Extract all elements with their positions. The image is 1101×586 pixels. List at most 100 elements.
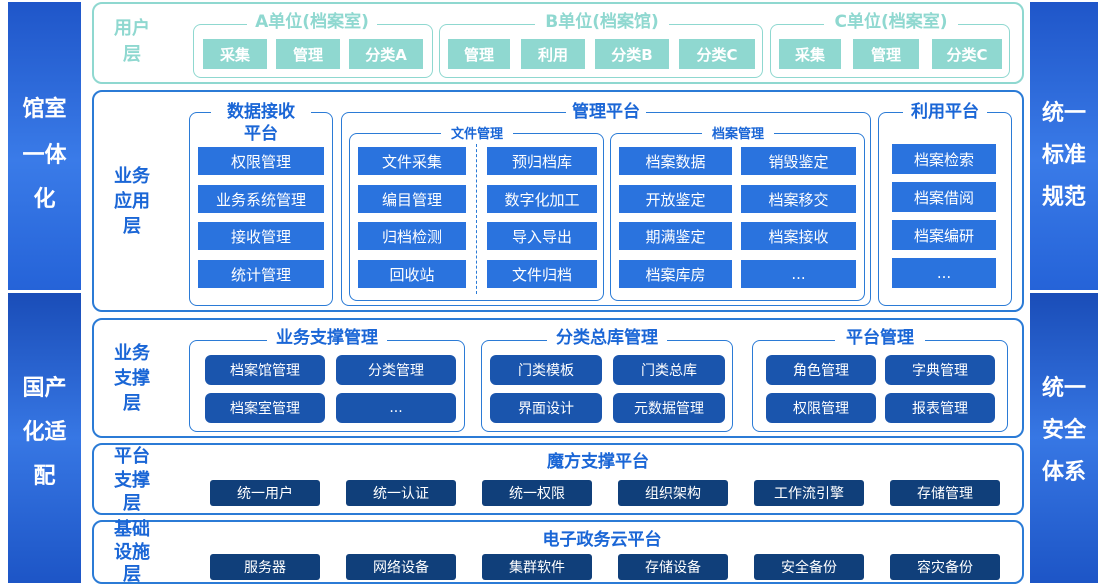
left-bottom-line-1: 国产	[22, 376, 67, 401]
platform-layer-title-1: 平台	[114, 446, 150, 467]
archive-mgmt-item[interactable]: ...	[741, 260, 856, 288]
unit-b-item[interactable]: 分类B	[595, 39, 669, 69]
right-bottom-line-1: 统一	[1041, 376, 1086, 401]
archive-mgmt-title: 档案管理	[702, 125, 774, 145]
platform-item[interactable]: 统一权限	[482, 480, 592, 506]
file-mgmt-title: 文件管理	[441, 125, 513, 145]
unit-a-item[interactable]: 分类A	[349, 39, 423, 69]
use-platform-item[interactable]: 档案编研	[892, 220, 996, 250]
support-layer-title-3: 层	[123, 393, 141, 414]
right-sidebar-top: 统一 标准 规范	[1030, 2, 1098, 290]
use-platform-item[interactable]: ...	[892, 258, 996, 288]
biz-support-item[interactable]: 档案室管理	[205, 393, 325, 423]
archive-mgmt-item[interactable]: 档案接收	[741, 222, 856, 250]
file-mgmt-item[interactable]: 预归档库	[487, 147, 597, 175]
data-receive-title-2: 平台	[221, 124, 301, 144]
archive-mgmt-item[interactable]: 档案移交	[741, 185, 856, 213]
right-top-line-3: 规范	[1041, 185, 1086, 210]
use-platform-item[interactable]: 档案检索	[892, 144, 996, 174]
data-receive-title-1: 数据接收	[211, 102, 311, 122]
infra-layer-title-1: 基础	[114, 519, 150, 540]
category-lib-item[interactable]: 门类模板	[490, 355, 602, 385]
left-bottom-line-2: 化适	[22, 420, 67, 445]
infra-item[interactable]: 网络设备	[346, 554, 456, 580]
archive-mgmt-item[interactable]: 销毁鉴定	[741, 147, 856, 175]
left-top-line-3: 化	[33, 187, 56, 212]
data-receive-item[interactable]: 业务系统管理	[198, 185, 324, 213]
category-lib-item[interactable]: 门类总库	[613, 355, 725, 385]
file-mgmt-item[interactable]: 数字化加工	[487, 185, 597, 213]
app-layer-title-2: 应用	[114, 191, 150, 212]
platform-item[interactable]: 统一认证	[346, 480, 456, 506]
infra-item[interactable]: 安全备份	[754, 554, 864, 580]
infra-item[interactable]: 集群软件	[482, 554, 592, 580]
unit-c-item[interactable]: 采集	[779, 39, 841, 69]
support-layer-title-1: 业务	[114, 343, 150, 364]
platform-item[interactable]: 工作流引擎	[754, 480, 864, 506]
right-sidebar-bottom: 统一 安全 体系	[1030, 293, 1098, 583]
file-mgmt-item[interactable]: 文件采集	[358, 147, 466, 175]
file-mgmt-item[interactable]: 编目管理	[358, 185, 466, 213]
left-top-line-2: 一体	[22, 143, 67, 168]
infra-item[interactable]: 服务器	[210, 554, 320, 580]
file-mgmt-item[interactable]: 归档检测	[358, 222, 466, 250]
platform-mgmt-item[interactable]: 字典管理	[885, 355, 995, 385]
platform-name: 魔方支撑平台	[528, 452, 668, 472]
file-mgmt-item[interactable]: 回收站	[358, 260, 466, 288]
right-bottom-line-3: 体系	[1041, 460, 1086, 485]
archive-mgmt-item[interactable]: 开放鉴定	[619, 185, 732, 213]
category-lib-item[interactable]: 界面设计	[490, 393, 602, 423]
archive-mgmt-item[interactable]: 档案数据	[619, 147, 732, 175]
unit-c-item[interactable]: 分类C	[932, 39, 1002, 69]
unit-a-item[interactable]: 管理	[276, 39, 340, 69]
biz-support-title: 业务支撑管理	[267, 328, 387, 348]
data-receive-item[interactable]: 统计管理	[198, 260, 324, 288]
app-layer-title-1: 业务	[114, 166, 150, 187]
unit-b-item[interactable]: 管理	[448, 39, 510, 69]
biz-support-item[interactable]: 档案馆管理	[205, 355, 325, 385]
platform-mgmt-item[interactable]: 报表管理	[885, 393, 995, 423]
use-platform-item[interactable]: 档案借阅	[892, 182, 996, 212]
file-mgmt-item[interactable]: 导入导出	[487, 222, 597, 250]
infra-item[interactable]: 存储设备	[618, 554, 728, 580]
platform-item[interactable]: 统一用户	[210, 480, 320, 506]
unit-a-title: A单位(档案室)	[247, 12, 377, 32]
infra-item[interactable]: 容灾备份	[890, 554, 1000, 580]
app-layer-title-3: 层	[123, 216, 141, 237]
archive-mgmt-item[interactable]: 期满鉴定	[619, 222, 732, 250]
category-lib-item[interactable]: 元数据管理	[613, 393, 725, 423]
unit-b-item[interactable]: 分类C	[679, 39, 755, 69]
unit-a-item[interactable]: 采集	[203, 39, 267, 69]
platform-mgmt-title: 平台管理	[835, 328, 925, 348]
unit-c-item[interactable]: 管理	[853, 39, 919, 69]
file-mgmt-item[interactable]: 文件归档	[487, 260, 597, 288]
platform-mgmt-item[interactable]: 权限管理	[766, 393, 876, 423]
unit-b-title: B单位(档案馆)	[535, 12, 669, 32]
platform-item[interactable]: 存储管理	[890, 480, 1000, 506]
biz-support-item[interactable]: ...	[336, 393, 456, 423]
left-sidebar-top: 馆室 一体 化	[8, 2, 81, 290]
file-mgmt-divider	[476, 144, 477, 294]
mgmt-platform-title: 管理平台	[566, 102, 646, 122]
unit-c-title: C单位(档案室)	[824, 12, 958, 32]
biz-support-item[interactable]: 分类管理	[336, 355, 456, 385]
right-bottom-line-2: 安全	[1041, 418, 1086, 443]
unit-b-item[interactable]: 利用	[521, 39, 585, 69]
platform-layer-title-2: 支撑	[114, 470, 150, 491]
infra-name: 电子政务云平台	[528, 530, 676, 550]
platform-item[interactable]: 组织架构	[618, 480, 728, 506]
user-layer-title-2: 层	[123, 44, 141, 65]
archive-mgmt-item[interactable]: 档案库房	[619, 260, 732, 288]
left-sidebar-bottom: 国产 化适 配	[8, 293, 81, 583]
right-top-line-2: 标准	[1041, 143, 1086, 168]
infra-layer-title-3: 层	[123, 564, 141, 585]
data-receive-item[interactable]: 接收管理	[198, 222, 324, 250]
infra-layer-title-2: 设施	[114, 542, 150, 563]
category-lib-title: 分类总库管理	[547, 328, 667, 348]
right-top-line-1: 统一	[1041, 101, 1086, 126]
left-bottom-line-3: 配	[33, 464, 56, 489]
data-receive-item[interactable]: 权限管理	[198, 147, 324, 175]
platform-mgmt-item[interactable]: 角色管理	[766, 355, 876, 385]
use-platform-title: 利用平台	[903, 102, 987, 122]
left-top-line-1: 馆室	[22, 97, 67, 122]
